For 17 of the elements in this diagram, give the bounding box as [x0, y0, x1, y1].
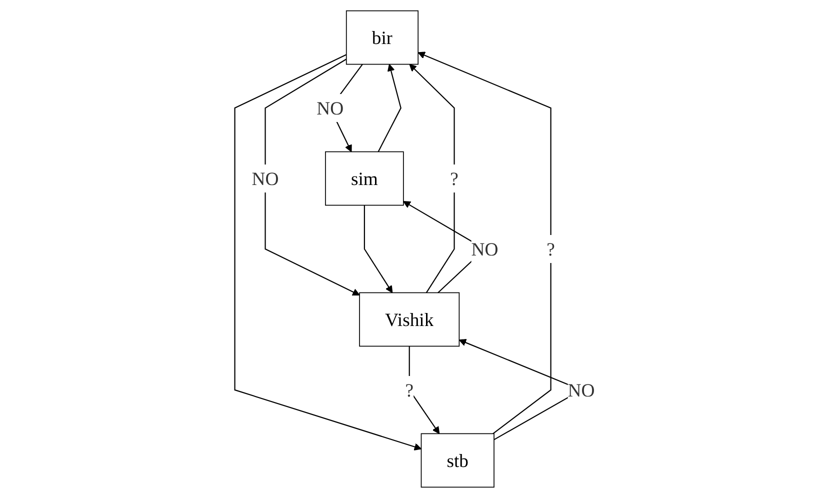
node-box: Vishik: [359, 292, 460, 346]
edge-label: NO: [316, 96, 344, 118]
arrow: [378, 63, 402, 152]
arrow: [364, 204, 393, 293]
edge-label: NO: [568, 378, 595, 400]
arrow: [418, 51, 552, 434]
arrow: [409, 63, 456, 293]
edge-label: ?: [450, 167, 459, 189]
edge-label: ?: [405, 378, 414, 400]
edge-label: NO: [252, 167, 279, 189]
edge-label: NO: [471, 238, 498, 260]
edge-label: ?: [546, 238, 556, 260]
node-box: sim: [325, 150, 404, 206]
node-box: stb: [421, 432, 495, 488]
node-box: bir: [346, 10, 419, 64]
arrow: [234, 54, 422, 450]
arrow: [264, 58, 360, 296]
